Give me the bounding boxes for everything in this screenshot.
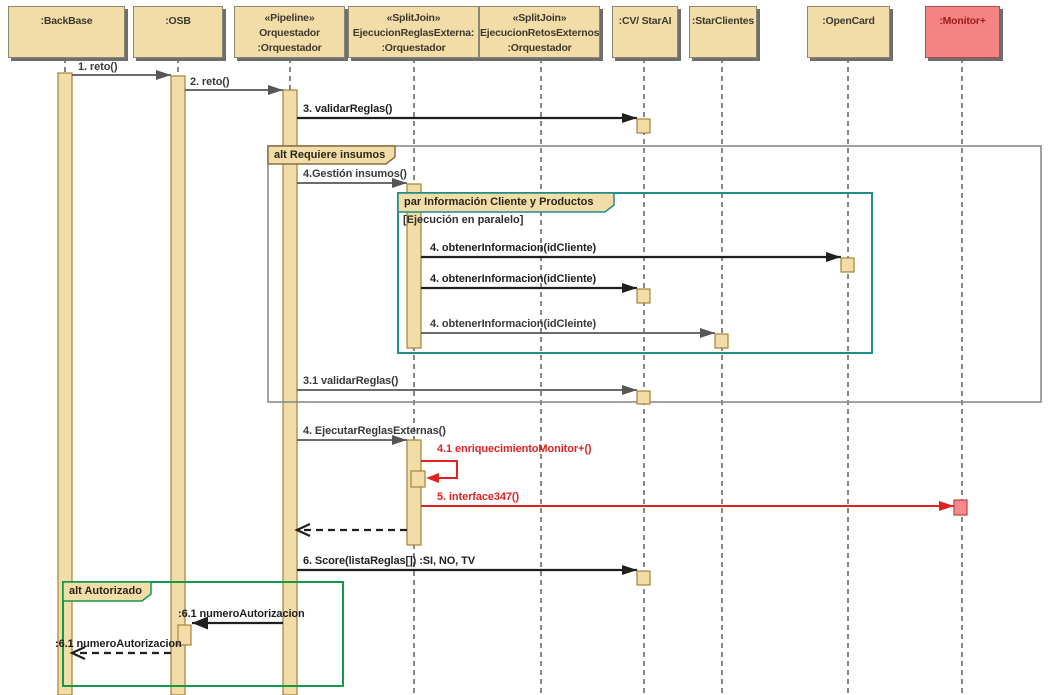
lifeline-header-label: :Orquestador [507, 42, 572, 54]
fragment-guard-par-informacion-cliente-productos: [Ejecución en paralelo] [403, 214, 524, 226]
activation-backbase [57, 72, 73, 695]
lifeline-header-label: «SplitJoin» [512, 12, 567, 24]
fragment-operator-pentagon-alt-requiere-insumos [267, 145, 396, 165]
lifeline-header-label: :CV/ StarAI [618, 15, 672, 27]
msg-4-obtener-informacion-opencard-label: 4. obtenerInformacion(idCliente) [430, 242, 597, 254]
msg-6-score-label: 6. Score(listaReglas[]) :SI, NO, TV [303, 555, 475, 567]
lifeline-header-label: «SplitJoin» [386, 12, 441, 24]
lifeline-header-splitjoin-ejecucion-retos-externos: «SplitJoin» EjecucionRetosExternos :Orques… [479, 6, 600, 58]
msg-2-reto-label: 2. reto() [190, 76, 230, 88]
fragment-label-alt-requiere-insumos: alt Requiere insumos [274, 149, 386, 161]
fragment-label-alt-autorizado: alt Autorizado [69, 585, 142, 597]
msg-2-reto-arrowhead [268, 85, 283, 95]
msg-61-numero-autorizacion-return-arrowhead [69, 646, 86, 660]
msg-5-interface347-arrowhead [939, 501, 954, 511]
activation-cv-obtener [636, 288, 651, 304]
activation-orquestador [282, 89, 298, 695]
msg-41-enriquecimiento-monitor-label: 4.1 enriquecimientoMonitor+() [437, 443, 592, 455]
activation-starclientes [714, 333, 729, 349]
msg-31-validar-reglas-arrowhead [622, 385, 637, 395]
lifeline-header-starclientes: :StarClientes [689, 6, 757, 58]
msg-4-obtener-informacion-cv-label: 4. obtenerInformacion(idCliente) [430, 273, 597, 285]
activation-monitor [953, 499, 968, 516]
msg-4-obtener-informacion-cv-arrowhead [622, 283, 637, 293]
fragment-operator-pentagon-alt-autorizado [62, 581, 152, 602]
msg-31-validar-reglas-label: 3.1 validarReglas() [303, 375, 399, 387]
lifeline-header-label: :Monitor+ [939, 15, 986, 27]
msg-6-score-arrowhead [622, 565, 637, 575]
lifeline-header-label: EjecucionRetosExternos [480, 27, 600, 39]
lifeline-header-label: :OSB [165, 15, 191, 27]
msg-61-numero-autorizacion-label: :6.1 numeroAutorizacion [178, 608, 305, 620]
lifeline-header-label: Orquestador [259, 27, 320, 39]
msg-4-obtener-informacion-opencard-arrowhead [826, 252, 841, 262]
lifeline-header-label: :Orquestador [257, 42, 322, 54]
lifeline-header-monitor-plus: :Monitor+ [925, 6, 1000, 58]
msg-1-reto-arrowhead [156, 70, 171, 80]
msg-4-obtener-informacion-starclientes-arrowhead [700, 328, 715, 338]
msg-4-ejecutar-reglas-externas-arrowhead [392, 435, 407, 445]
lifeline-header-cv-starai: :CV/ StarAI [612, 6, 678, 58]
activation-reglas-externa-par [406, 183, 422, 349]
lifeline-header-label: :StarClientes [691, 15, 755, 27]
msg-5-interface347-label: 5. interface347() [437, 491, 520, 503]
msg-61-numero-autorizacion-arrowhead [192, 616, 208, 630]
msg-61-numero-autorizacion-return-label: :6.1 numeroAutorizacion [55, 638, 182, 650]
lifeline-header-pipeline-orquestador: «Pipeline» Orquestador :Orquestador [234, 6, 345, 58]
msg-4-ejecutar-reglas-externas-label: 4. EjecutarReglasExternas() [303, 425, 446, 437]
msg-return-reglas-externas-arrowhead [294, 523, 311, 537]
lifeline-header-splitjoin-ejecucion-reglas-externa: «SplitJoin»EjecucionReglasExterna::Orque… [348, 6, 479, 58]
msg-41-enriquecimiento-monitor-line [421, 460, 458, 479]
activation-osb [170, 75, 186, 695]
msg-4-obtener-informacion-starclientes-label: 4. obtenerInformacion(idCleinte) [430, 318, 597, 330]
msg-4-gestion-insumos-arrowhead [392, 178, 407, 188]
msg-3-validar-reglas-label: 3. validarReglas() [303, 103, 393, 115]
lifeline-header-label: «Pipeline» [264, 12, 315, 24]
fragment-label-par-informacion-cliente-productos: par Información Cliente y Productos [404, 196, 594, 208]
lifeline-header-opencard: :OpenCard [807, 6, 890, 58]
activation-cv-validar [636, 118, 651, 134]
activation-cv-validar31 [636, 390, 651, 405]
activation-self-enriquecimiento [410, 470, 426, 488]
fragment-operator-pentagon-par-informacion-cliente-productos [397, 192, 615, 213]
activation-reglas-externa-exec [406, 439, 422, 546]
lifeline-header-label: :OpenCard [822, 15, 875, 27]
lifeline-header-label: :BackBase [40, 15, 93, 27]
msg-3-validar-reglas-arrowhead [622, 113, 637, 123]
lifeline-header-backbase: :BackBase [8, 6, 125, 58]
lifeline-header-label: :Orquestador [381, 42, 446, 54]
activation-osb-autorizacion [177, 624, 192, 646]
activation-cv-score [636, 570, 651, 586]
msg-4-gestion-insumos-label: 4.Gestión insumos() [303, 168, 407, 180]
msg-1-reto-label: 1. reto() [78, 61, 118, 73]
fragment-frame-par-informacion-cliente-productos [397, 192, 873, 354]
lifeline-header-label: EjecucionReglasExterna: [352, 27, 475, 39]
fragment-frame-alt-autorizado [62, 581, 344, 687]
activation-opencard [840, 257, 855, 273]
fragment-frame-alt-requiere-insumos [267, 145, 1042, 403]
msg-41-enriquecimiento-monitor-arrowhead [426, 473, 439, 483]
lifeline-header-osb: :OSB [133, 6, 223, 58]
